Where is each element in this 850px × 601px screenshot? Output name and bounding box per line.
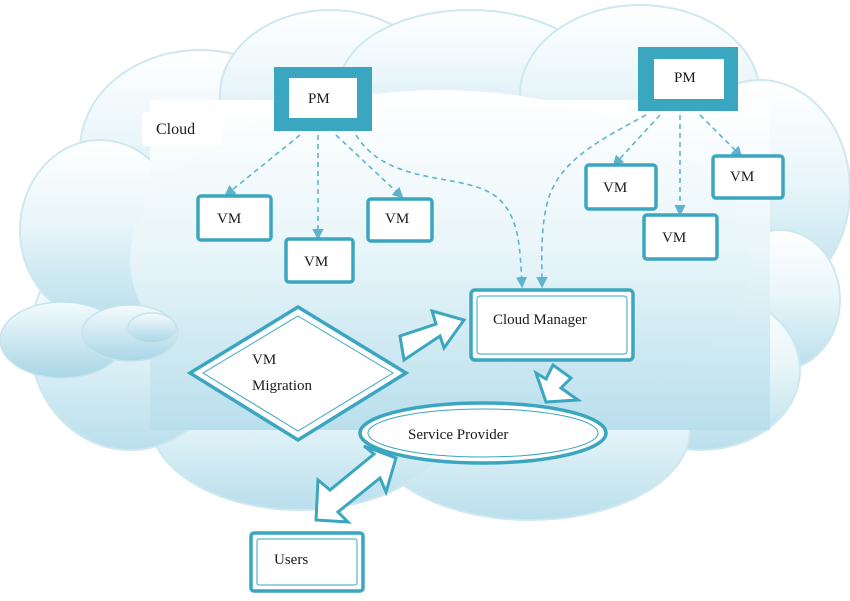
pm-left-label: PM	[308, 91, 330, 107]
vm-right-1: VM	[584, 163, 658, 211]
arrow-migration-to-manager	[398, 308, 467, 363]
service-provider-node: Service Provider	[358, 401, 608, 465]
arrow-users-provider	[314, 444, 398, 524]
vm-migration-label-line1: VM	[252, 352, 276, 368]
connector-pm-left-to-vm1	[224, 134, 301, 197]
connector-pm-left-to-manager	[355, 134, 528, 289]
vm-right-3-label: VM	[730, 169, 754, 185]
vm-migration-label-line2: Migration	[252, 378, 312, 394]
arrow-manager-to-provider	[533, 362, 583, 404]
pm-right-label: PM	[674, 70, 696, 86]
vm-left-2: VM	[284, 237, 355, 284]
vm-left-1: VM	[196, 194, 273, 242]
connector-pm-right-to-vm3	[699, 114, 743, 158]
vm-right-3: VM	[711, 154, 785, 200]
vm-right-2-label: VM	[662, 230, 686, 246]
users-label: Users	[274, 552, 308, 568]
service-provider-label: Service Provider	[408, 427, 508, 443]
vm-left-3: VM	[366, 197, 434, 243]
cloud-label-box	[142, 112, 222, 146]
connector-pm-right-to-manager	[536, 114, 647, 289]
dashed-connectors	[224, 114, 743, 289]
vm-left-3-label: VM	[385, 211, 409, 227]
cloud-manager-node: Cloud Manager	[469, 288, 635, 362]
vm-migration-node: VM Migration	[186, 304, 410, 443]
cloud-manager-label: Cloud Manager	[493, 312, 587, 328]
vm-right-1-label: VM	[603, 180, 627, 196]
vm-left-2-label: VM	[304, 254, 328, 270]
pm-left-node: PM	[274, 67, 372, 131]
cloud-label: Cloud	[156, 121, 195, 138]
connector-pm-left-to-vm3	[335, 134, 404, 199]
users-node: Users	[249, 531, 365, 593]
cloud-puffs	[0, 301, 179, 379]
vm-right-2: VM	[642, 213, 719, 261]
connector-pm-right-to-vm1	[612, 114, 661, 167]
pm-right-node: PM	[638, 47, 738, 111]
vm-left-1-label: VM	[217, 211, 241, 227]
